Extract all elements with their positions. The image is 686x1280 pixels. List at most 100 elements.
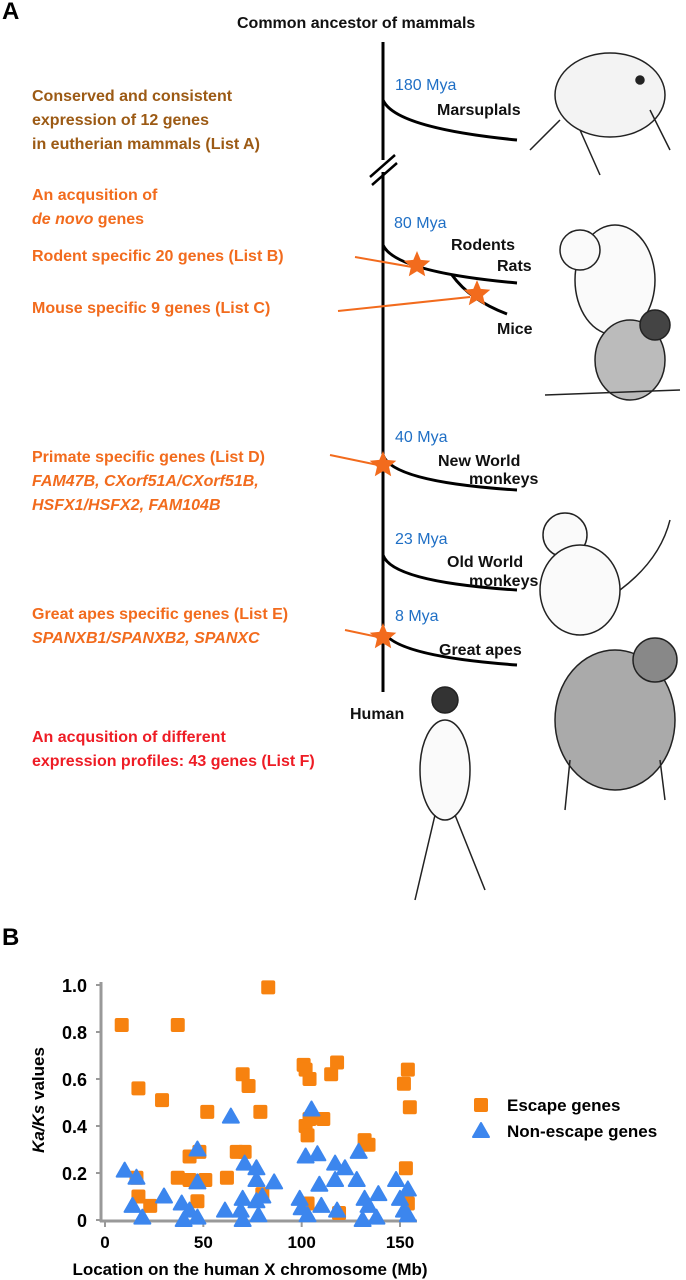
clade-old-world-1: Old World [447, 554, 524, 571]
pointer-list-d [329, 454, 379, 466]
non-escape-point [221, 1107, 240, 1124]
star-list-b-icon [403, 251, 431, 277]
non-escape-point [326, 1171, 345, 1188]
non-escape-point [188, 1208, 207, 1225]
escape-point [241, 1079, 256, 1094]
non-escape-point [353, 1211, 372, 1227]
non-escape-point [233, 1189, 252, 1206]
non-escape-point [265, 1173, 284, 1190]
non-escape-point [292, 1199, 311, 1216]
non-escape-point [188, 1140, 207, 1157]
non-escape-point [369, 1185, 388, 1202]
legend-marker-non-escape [472, 1122, 490, 1138]
legend-label: Escape genes [507, 1096, 620, 1115]
non-escape-point [347, 1171, 366, 1188]
x-tick-label: 50 [194, 1233, 213, 1252]
y-tick-label: 0.6 [62, 1070, 87, 1090]
escape-point [298, 1062, 313, 1077]
series-escape [114, 980, 417, 1220]
escape-point [300, 1128, 315, 1143]
denovo-line2: de novo genes [32, 211, 145, 228]
time-8: 8 Mya [395, 608, 439, 625]
phylogeny-tree [329, 42, 681, 901]
x-axis-label: Location on the human X chromosome (Mb) [72, 1260, 427, 1279]
escape-point [324, 1067, 339, 1082]
escape-point [235, 1067, 250, 1082]
great-ape-illustration [554, 637, 678, 811]
panel-b-label: B [2, 924, 20, 951]
escape-point [170, 1017, 185, 1032]
axis-break-icon [369, 154, 398, 186]
panel-a-label: A [2, 0, 20, 25]
branch-marsupials [381, 99, 518, 142]
non-escape-point [312, 1196, 331, 1213]
human-illustration [414, 686, 486, 901]
escape-point [219, 1170, 234, 1185]
escape-point [398, 1161, 413, 1176]
non-escape-point [155, 1187, 173, 1204]
escape-point [302, 1111, 317, 1126]
escape-point [190, 1194, 205, 1209]
escape-point [261, 980, 276, 995]
escape-point [332, 1205, 347, 1220]
non-escape-point [180, 1201, 199, 1218]
clade-mice: Mice [497, 321, 533, 338]
pointer-list-c [337, 296, 471, 312]
list-b: Rodent specific 20 genes (List B) [32, 248, 284, 265]
escape-point [361, 1137, 376, 1152]
escape-point [131, 1081, 146, 1096]
non-escape-point [133, 1208, 152, 1225]
non-escape-point [398, 1180, 417, 1197]
list-d-title: Primate specific genes (List D) [32, 449, 265, 466]
non-escape-point [249, 1206, 268, 1223]
list-c: Mouse specific 9 genes (List C) [32, 300, 271, 317]
non-escape-point [235, 1154, 254, 1171]
escape-point [182, 1149, 197, 1164]
clade-rodents: Rodents [451, 237, 515, 254]
non-escape-point [387, 1171, 406, 1188]
non-escape-point [398, 1206, 417, 1223]
star-list-d-icon [369, 451, 397, 477]
y-tick-label: 0.4 [62, 1117, 87, 1137]
non-escape-point [247, 1159, 266, 1176]
escape-point [316, 1111, 331, 1126]
clade-new-world-2: monkeys [469, 471, 539, 488]
escape-point [192, 1144, 207, 1159]
escape-point [296, 1057, 311, 1072]
non-escape-point [310, 1175, 329, 1192]
non-escape-point [308, 1145, 327, 1162]
old-world-monkey-illustration [539, 512, 671, 636]
escape-point [114, 1017, 129, 1032]
legend-marker-escape [474, 1098, 488, 1112]
y-tick-label: 1.0 [62, 976, 87, 996]
escape-point [237, 1144, 252, 1159]
root-label: Common ancestor of mammals [237, 15, 476, 32]
non-escape-point [394, 1201, 413, 1218]
non-escape-point [328, 1201, 347, 1218]
clade-old-world-2: monkeys [469, 573, 539, 590]
list-d-genes1: FAM47B, CXorf51A/CXorf51B, [32, 473, 259, 490]
non-escape-point [302, 1100, 321, 1117]
time-40: 40 Mya [395, 429, 448, 446]
escape-point [131, 1189, 146, 1204]
escape-point [155, 1093, 170, 1108]
non-escape-point [349, 1142, 368, 1159]
legend-label: Non-escape genes [507, 1122, 657, 1141]
pointer-list-b [354, 256, 413, 268]
non-escape-point [326, 1154, 345, 1171]
denovo-line1: An acqusition of [32, 187, 158, 204]
escape-point [400, 1196, 415, 1211]
non-escape-point [123, 1196, 142, 1213]
non-escape-point [367, 1208, 386, 1225]
list-e-genes: SPANXB1/SPANXB2, SPANXC [32, 630, 260, 647]
escape-point [330, 1055, 345, 1070]
clade-great-apes: Great apes [439, 642, 522, 659]
non-escape-point [335, 1159, 354, 1176]
escape-point [396, 1076, 411, 1091]
non-escape-point [298, 1206, 317, 1223]
escape-point [253, 1104, 268, 1119]
clade-rats: Rats [497, 258, 532, 275]
time-80: 80 Mya [394, 215, 447, 232]
time-23: 23 Mya [395, 531, 448, 548]
list-e-title: Great apes specific genes (List E) [32, 606, 289, 623]
